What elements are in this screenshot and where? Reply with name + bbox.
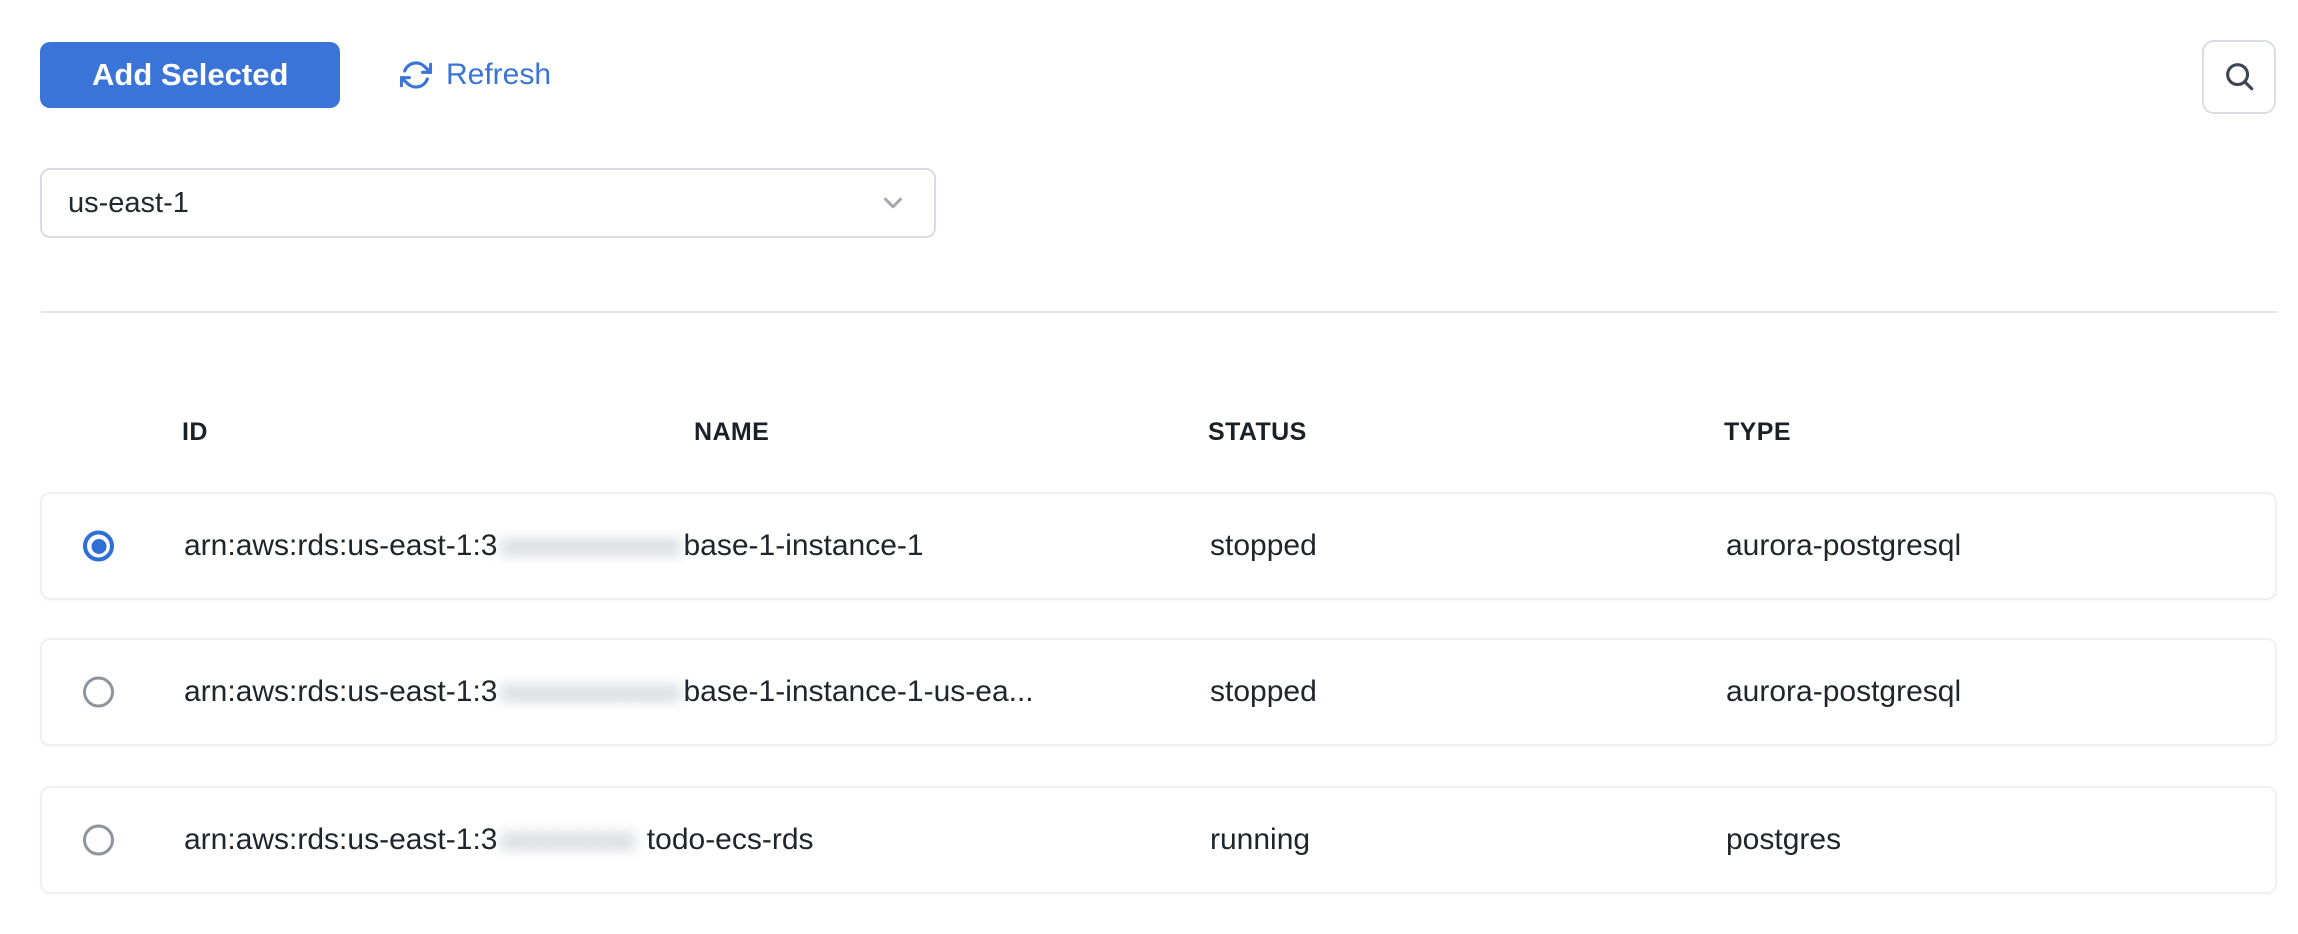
refresh-button[interactable]: Refresh (400, 42, 551, 108)
row-id-prefix: arn:aws:rds:us-east-1:3 (184, 529, 498, 562)
search-button[interactable] (2202, 40, 2276, 114)
radio-button[interactable] (83, 676, 114, 708)
refresh-icon (400, 59, 432, 91)
column-header-type: TYPE (1724, 418, 1791, 446)
add-selected-button[interactable]: Add Selected (40, 42, 341, 108)
radio-button[interactable] (83, 824, 114, 856)
search-icon (2222, 59, 2256, 96)
column-header-id: ID (182, 418, 208, 446)
row-id-redacted: xxxxxxxxxxxx (500, 529, 681, 562)
chevron-down-icon (878, 188, 908, 218)
row-id-suffix: todo-ecs-rds (638, 823, 814, 856)
row-id-redacted: xxxxxxxxx (500, 823, 636, 856)
row-status: stopped (1210, 529, 1317, 562)
radio-button[interactable] (83, 530, 114, 562)
row-type: aurora-postgresql (1726, 675, 1962, 708)
region-select-value: us-east-1 (68, 186, 189, 219)
row-id-suffix: base-1-instance-1 (683, 529, 924, 562)
refresh-label: Refresh (446, 58, 552, 91)
row-type: aurora-postgresql (1726, 529, 1962, 562)
row-id-redacted: xxxxxxxxxxxx (500, 675, 681, 708)
row-type: postgres (1726, 823, 1842, 856)
region-select[interactable]: us-east-1 (40, 168, 936, 238)
row-id-suffix: base-1-instance-1-us-ea... (683, 675, 1034, 708)
row-id-prefix: arn:aws:rds:us-east-1:3 (184, 823, 498, 856)
divider (41, 311, 2277, 313)
column-header-name: NAME (694, 418, 770, 446)
row-id-prefix: arn:aws:rds:us-east-1:3 (184, 675, 498, 708)
row-status: stopped (1210, 675, 1317, 708)
row-status: running (1210, 823, 1311, 856)
column-header-status: STATUS (1208, 418, 1307, 446)
